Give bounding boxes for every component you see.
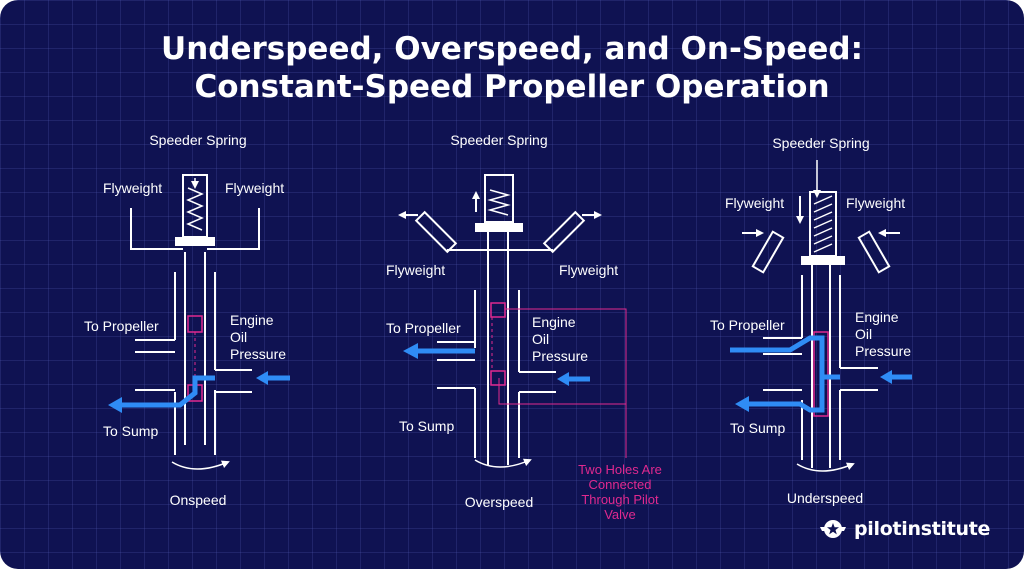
pilot-valve-land — [813, 331, 829, 417]
flyweight-right-shape — [542, 210, 586, 254]
spring-coil — [487, 189, 511, 216]
overspeed-to-sump-label: To Sump — [399, 418, 454, 434]
onspeed-panel — [108, 174, 290, 470]
flyweight-base-plate — [475, 223, 523, 232]
underspeed-speeder-spring-label: Speeder Spring — [772, 135, 869, 151]
overspeed-pressure-label: Pressure — [532, 348, 588, 364]
oil-inflow-arrowhead — [880, 370, 892, 384]
rotation-arrow-icon — [171, 460, 230, 470]
overspeed-caption: Overspeed — [465, 494, 533, 510]
underspeed-flyweight-left-label: Flyweight — [725, 195, 784, 211]
underspeed-caption: Underspeed — [787, 490, 863, 506]
underspeed-engine-label: Engine — [855, 309, 899, 325]
oil-return-path — [748, 377, 825, 413]
oil-inflow-arrowhead — [256, 371, 268, 385]
speeder-spring-housing — [484, 174, 514, 223]
onspeed-to-propeller-label: To Propeller — [84, 318, 159, 334]
underspeed-pressure-label: Pressure — [855, 343, 911, 359]
underspeed-to-sump-label: To Sump — [730, 420, 785, 436]
onspeed-flyweight-right-label: Flyweight — [225, 180, 284, 196]
rotation-arrow-icon — [796, 462, 855, 472]
overspeed-flyweight-left-label: Flyweight — [386, 262, 445, 278]
spring-coil — [813, 195, 833, 253]
underspeed-panel — [730, 160, 912, 472]
oil-drain-path — [120, 375, 215, 408]
flyweight-right-shape — [857, 230, 891, 274]
overspeed-oil-label: Oil — [532, 331, 549, 347]
overspeed-flyweight-right-label: Flyweight — [559, 262, 618, 278]
oil-to-propeller-arrowhead — [403, 343, 418, 359]
oil-inflow-arrowhead — [557, 372, 569, 386]
underspeed-oil-label: Oil — [855, 326, 872, 342]
page-title: Underspeed, Overspeed, and On-Speed: Con… — [0, 30, 1024, 106]
pilot-valve-land-bottom — [490, 370, 506, 386]
overspeed-to-propeller-label: To Propeller — [386, 320, 461, 336]
flyweight-base-plate — [801, 256, 845, 265]
oil-return-arrowhead — [735, 396, 749, 412]
rotation-arrow-icon — [474, 458, 532, 468]
flyweight-left-shape — [414, 210, 458, 254]
pilot-valve-note-line-3: Through Pilot — [581, 492, 659, 507]
oil-loop-path — [730, 335, 840, 380]
pilot-valve-land-top — [490, 302, 506, 318]
underspeed-to-propeller-label: To Propeller — [710, 317, 785, 333]
overspeed-speeder-spring-label: Speeder Spring — [450, 132, 547, 148]
overspeed-engine-label: Engine — [532, 314, 576, 330]
brand-name: pilotinstitute — [854, 518, 991, 540]
onspeed-to-sump-label: To Sump — [103, 423, 158, 439]
flyweight-base-plate — [175, 237, 215, 246]
spring-coil — [186, 187, 204, 231]
flyweight-left-shape — [751, 230, 785, 274]
flyweight-right-shape — [207, 208, 260, 250]
oil-drain-arrowhead — [108, 397, 122, 413]
onspeed-pressure-label: Pressure — [230, 346, 286, 362]
overspeed-panel — [398, 174, 627, 468]
brand-logo: pilotinstitute — [818, 515, 990, 543]
onspeed-flyweight-left-label: Flyweight — [103, 180, 162, 196]
onspeed-engine-label: Engine — [230, 312, 274, 328]
title-line-1: Underspeed, Overspeed, and On-Speed: — [161, 31, 863, 67]
pilot-valve-note-line-4: Valve — [604, 507, 636, 522]
onspeed-caption: Onspeed — [170, 492, 227, 508]
onspeed-oil-label: Oil — [230, 329, 247, 345]
underspeed-flyweight-right-label: Flyweight — [846, 195, 905, 211]
pilot-valve-note-line-2: Connected — [589, 477, 652, 492]
flyweight-left-shape — [130, 208, 183, 250]
pilot-valve-note-line-1: Two Holes Are — [578, 462, 662, 477]
title-line-2: Constant-Speed Propeller Operation — [194, 69, 830, 105]
star-wing-logo-icon — [820, 520, 846, 538]
onspeed-speeder-spring-label: Speeder Spring — [149, 132, 246, 148]
pilot-valve-land-top — [187, 315, 203, 333]
